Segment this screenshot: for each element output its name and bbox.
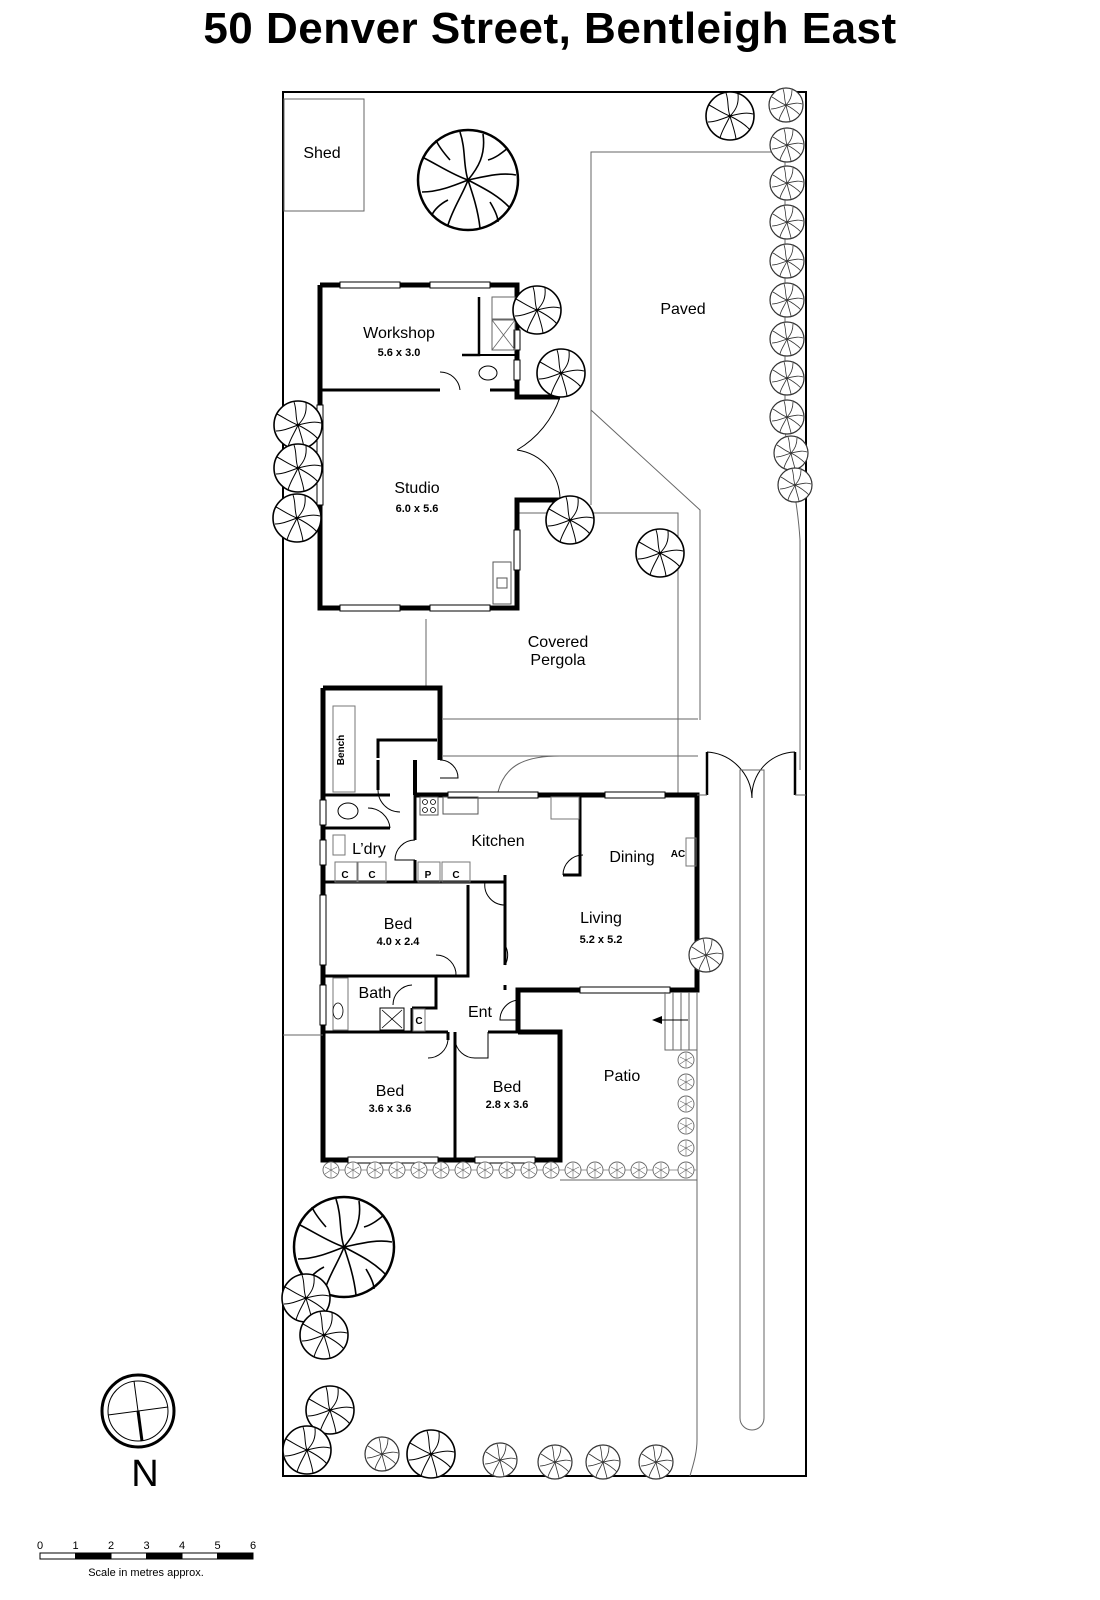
scale-tick: 4 <box>179 1540 185 1552</box>
pantry-label: P <box>425 870 432 881</box>
living-dims: 5.2 x 5.2 <box>580 934 623 946</box>
paved-area: Paved <box>590 151 801 770</box>
workshop-label: Workshop <box>363 325 435 342</box>
laundry-label: L’dry <box>352 841 386 858</box>
cupboard-label-2: C <box>368 870 375 881</box>
shed-label: Shed <box>303 145 340 162</box>
paved-label: Paved <box>660 301 705 318</box>
bed1-dims: 4.0 x 2.4 <box>377 936 421 948</box>
cupboard-label-1: C <box>341 870 348 881</box>
scale-bar: 0 1 2 3 4 5 6 Scale in metres approx. <box>37 1540 256 1579</box>
pergola-label-1: Covered <box>528 634 588 651</box>
studio-dims: 6.0 x 5.6 <box>396 503 439 515</box>
bath-label: Bath <box>359 985 392 1002</box>
pergola-area: Covered Pergola <box>425 512 698 795</box>
bed2-dims: 3.6 x 3.6 <box>369 1103 412 1115</box>
kitchen-label: Kitchen <box>471 833 524 850</box>
living-label: Living <box>580 910 622 927</box>
scale-tick: 1 <box>72 1540 78 1552</box>
workshop-dims: 5.6 x 3.0 <box>378 347 421 359</box>
studio-label: Studio <box>394 480 439 497</box>
cupboard-label-3: C <box>452 870 459 881</box>
scale-tick: 5 <box>214 1540 220 1552</box>
scale-caption: Scale in metres approx. <box>88 1567 204 1579</box>
page-title: 50 Denver Street, Bentleigh East <box>203 4 897 53</box>
main-house: Bench AC C C P C C <box>319 685 700 1181</box>
dining-label: Dining <box>609 849 654 866</box>
north-label: N <box>131 1453 158 1495</box>
bed2-label: Bed <box>376 1083 404 1100</box>
ac-label: AC <box>671 849 685 860</box>
bed3-label: Bed <box>493 1079 521 1096</box>
bed1-label: Bed <box>384 916 412 933</box>
driveway <box>283 751 806 1477</box>
cupboard-label-4: C <box>415 1016 422 1027</box>
scale-tick: 0 <box>37 1540 43 1552</box>
bench-label: Bench <box>336 735 347 766</box>
pergola-label-2: Pergola <box>530 652 585 669</box>
studio-building: Workshop 5.6 x 3.0 Studio 6.0 x 5.6 <box>316 281 561 612</box>
scale-tick: 2 <box>108 1540 114 1552</box>
patio-label: Patio <box>604 1068 641 1085</box>
bed3-dims: 2.8 x 3.6 <box>486 1099 529 1111</box>
shed: Shed <box>283 98 365 212</box>
north-arrow-compass-icon: N <box>100 1373 176 1495</box>
scale-tick: 6 <box>250 1540 256 1552</box>
scale-tick: 3 <box>143 1540 149 1552</box>
entry-label: Ent <box>468 1004 493 1021</box>
